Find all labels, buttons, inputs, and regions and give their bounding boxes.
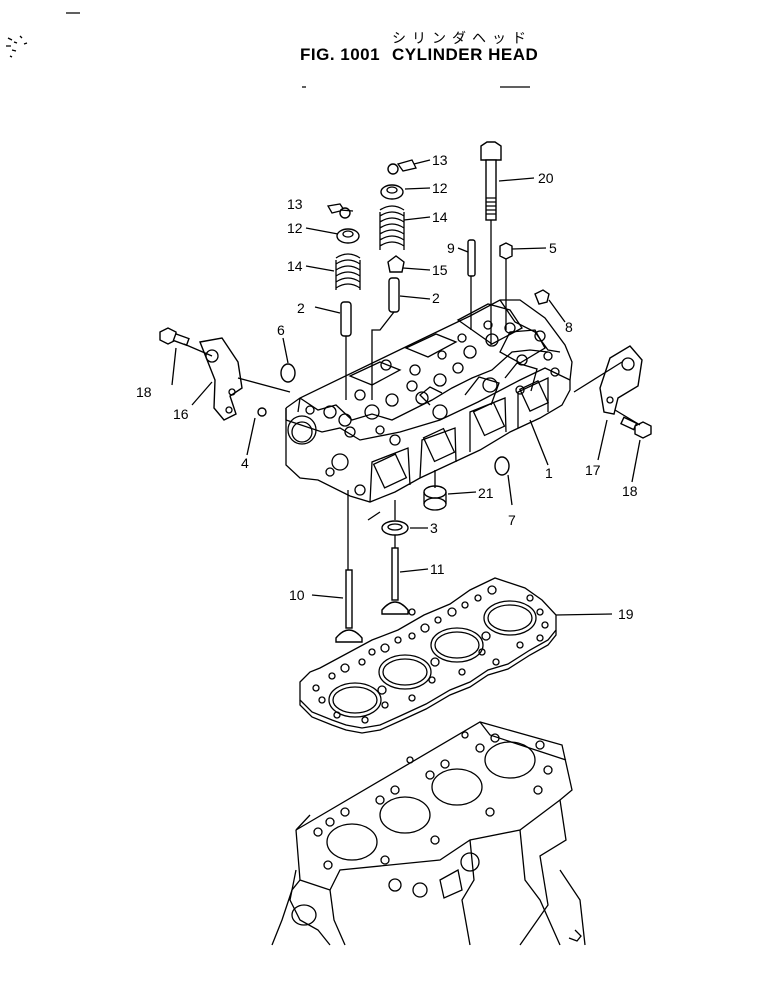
valve-spring-left	[335, 253, 361, 290]
bolt-left	[159, 327, 190, 347]
callout-14-right: 14	[432, 209, 448, 225]
plug-8	[534, 289, 550, 305]
callout-8: 8	[565, 319, 573, 335]
callout-9: 9	[447, 240, 455, 256]
cylinder-block-context	[271, 721, 586, 946]
spring-retainer-left	[336, 228, 360, 244]
title-japanese: シリンダヘッド	[392, 31, 532, 47]
callout-13-left: 13	[287, 196, 303, 212]
callout-11: 11	[430, 561, 445, 577]
scan-speck-marks	[6, 12, 530, 88]
lifting-bracket-left	[199, 337, 243, 421]
head-bolt	[480, 141, 502, 310]
callout-21: 21	[478, 485, 494, 501]
callout-20: 20	[538, 170, 554, 186]
cylinder-head	[285, 299, 573, 503]
callout-15: 15	[432, 262, 448, 278]
callout-6: 6	[277, 322, 285, 338]
plug-6	[280, 363, 296, 383]
callout-18-right: 18	[622, 483, 638, 499]
assembly-lines	[183, 259, 641, 570]
figure-title: CYLINDER HEAD	[392, 45, 539, 64]
callout-1: 1	[545, 465, 553, 481]
nut	[499, 242, 513, 260]
callout-5: 5	[549, 240, 557, 256]
callout-17: 17	[585, 462, 601, 478]
spring-retainer-right	[380, 184, 404, 200]
callout-12-left: 12	[287, 220, 303, 236]
callout-12-right: 12	[432, 180, 448, 196]
callout-16: 16	[173, 406, 189, 422]
plug-7	[494, 456, 510, 476]
callout-2-left: 2	[297, 300, 305, 316]
exhaust-valve	[335, 569, 363, 643]
callout-13-right: 13	[432, 152, 448, 168]
valve-cotter-right	[387, 159, 417, 175]
valve-spring-right	[379, 205, 405, 250]
head-gasket	[299, 577, 557, 734]
lifting-bracket-right	[599, 345, 643, 415]
leader-lines	[171, 159, 641, 616]
plug-4	[257, 407, 267, 417]
callout-2-right: 2	[432, 290, 440, 306]
bolt-right	[620, 416, 652, 439]
callout-19: 19	[618, 606, 634, 622]
figure-number: FIG. 1001	[300, 45, 381, 64]
head-valve-seats	[305, 320, 560, 446]
gasket-holes	[312, 585, 549, 724]
callout-7: 7	[508, 512, 516, 528]
valve-stem-seal	[387, 255, 405, 273]
valve-seat-insert	[381, 520, 409, 536]
callout-4: 4	[241, 455, 249, 471]
callout-10: 10	[289, 587, 305, 603]
callout-18-left: 18	[136, 384, 152, 400]
intake-valve	[381, 547, 409, 615]
block-bolt-holes	[313, 731, 553, 870]
callout-14-left: 14	[287, 258, 303, 274]
callout-3: 3	[430, 520, 438, 536]
